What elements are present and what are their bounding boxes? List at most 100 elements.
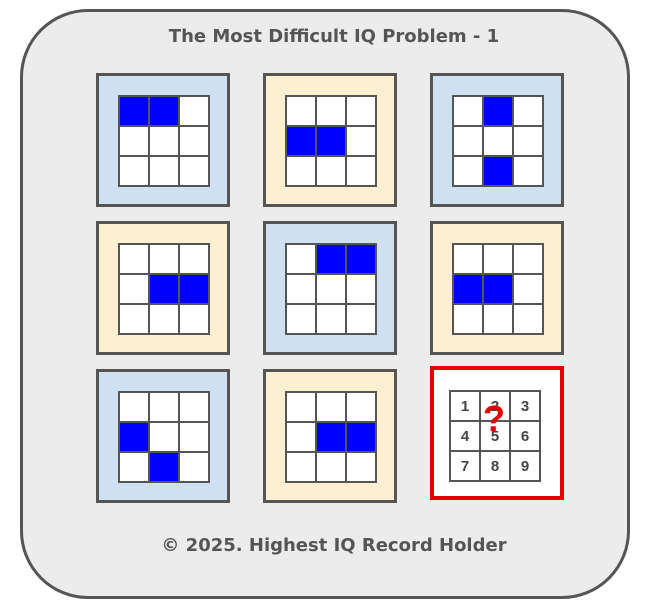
- answer-cell-4[interactable]: 4: [450, 421, 480, 451]
- grid-cell: [286, 452, 316, 482]
- grid-cell: [316, 156, 346, 186]
- grid-cell: [346, 392, 376, 422]
- grid-cell: [453, 156, 483, 186]
- grid-cell: [483, 274, 513, 304]
- grid-cell: [286, 422, 316, 452]
- grid-cell: [286, 156, 316, 186]
- puzzle-tile-3: [430, 73, 564, 207]
- grid-cell: [316, 452, 346, 482]
- tile-grid: [452, 243, 544, 335]
- grid-cell: [346, 96, 376, 126]
- grid-cell: [179, 304, 209, 334]
- grid-cell: [483, 96, 513, 126]
- grid-cell: [149, 126, 179, 156]
- grid-cell: [316, 274, 346, 304]
- grid-cell: [149, 422, 179, 452]
- grid-cell: [179, 392, 209, 422]
- tile-grid: [118, 243, 210, 335]
- grid-cell: [346, 304, 376, 334]
- puzzle-tile-2: [263, 73, 397, 207]
- grid-cell: [346, 244, 376, 274]
- puzzle-tile-5: [263, 221, 397, 355]
- grid-cell: [179, 126, 209, 156]
- grid-cell: [483, 156, 513, 186]
- grid-cell: [149, 274, 179, 304]
- grid-cell: [119, 156, 149, 186]
- grid-cell: [179, 96, 209, 126]
- grid-cell: [286, 274, 316, 304]
- grid-cell: [513, 244, 543, 274]
- grid-cell: [483, 304, 513, 334]
- grid-cell: [513, 126, 543, 156]
- puzzle-tile-7: [96, 369, 230, 503]
- answer-cell-2[interactable]: 2: [480, 391, 510, 421]
- answer-cell-5[interactable]: 5: [480, 421, 510, 451]
- grid-cell: [179, 452, 209, 482]
- puzzle-tile-1: [96, 73, 230, 207]
- tile-grid: [118, 391, 210, 483]
- tile-grid: [285, 95, 377, 187]
- answer-cell-7[interactable]: 7: [450, 451, 480, 481]
- grid-cell: [286, 392, 316, 422]
- answer-cell-8[interactable]: 8: [480, 451, 510, 481]
- grid-cell: [453, 244, 483, 274]
- grid-cell: [179, 156, 209, 186]
- grid-cell: [119, 274, 149, 304]
- grid-cell: [513, 156, 543, 186]
- copyright-footer: © 2025. Highest IQ Record Holder: [161, 535, 507, 556]
- answer-cell-9[interactable]: 9: [510, 451, 540, 481]
- tile-grid: [285, 391, 377, 483]
- grid-cell: [316, 96, 346, 126]
- grid-cell: [286, 126, 316, 156]
- grid-cell: [149, 244, 179, 274]
- grid-cell: [149, 96, 179, 126]
- grid-cell: [513, 274, 543, 304]
- answer-grid: 1 2 3 4 5 6 7 8 9: [449, 390, 541, 482]
- grid-cell: [346, 274, 376, 304]
- grid-cell: [316, 126, 346, 156]
- grid-cell: [346, 422, 376, 452]
- grid-cell: [149, 304, 179, 334]
- grid-cell: [119, 422, 149, 452]
- grid-cell: [286, 96, 316, 126]
- grid-cell: [513, 304, 543, 334]
- puzzle-tile-8: [263, 369, 397, 503]
- grid-cell: [483, 126, 513, 156]
- grid-cell: [149, 452, 179, 482]
- grid-cell: [453, 304, 483, 334]
- answer-tile[interactable]: 1 2 3 4 5 6 7 8 9 ?: [430, 366, 564, 500]
- grid-cell: [286, 244, 316, 274]
- grid-cell: [316, 304, 346, 334]
- grid-cell: [119, 452, 149, 482]
- grid-cell: [316, 244, 346, 274]
- grid-cell: [483, 244, 513, 274]
- question-mark: ?: [483, 398, 505, 439]
- grid-cell: [179, 274, 209, 304]
- grid-cell: [179, 422, 209, 452]
- grid-cell: [149, 392, 179, 422]
- grid-cell: [346, 126, 376, 156]
- tile-grid: [452, 95, 544, 187]
- grid-cell: [119, 96, 149, 126]
- puzzle-tile-4: [96, 221, 230, 355]
- grid-cell: [453, 126, 483, 156]
- puzzle-title: The Most Difficult IQ Problem - 1: [168, 26, 500, 47]
- grid-cell: [453, 274, 483, 304]
- tile-grid: [118, 95, 210, 187]
- grid-cell: [119, 304, 149, 334]
- grid-cell: [513, 96, 543, 126]
- grid-cell: [316, 392, 346, 422]
- grid-cell: [286, 304, 316, 334]
- grid-cell: [346, 156, 376, 186]
- grid-cell: [179, 244, 209, 274]
- grid-cell: [119, 244, 149, 274]
- grid-cell: [149, 156, 179, 186]
- grid-cell: [119, 392, 149, 422]
- answer-cell-6[interactable]: 6: [510, 421, 540, 451]
- grid-cell: [346, 452, 376, 482]
- grid-cell: [119, 126, 149, 156]
- answer-cell-3[interactable]: 3: [510, 391, 540, 421]
- grid-cell: [316, 422, 346, 452]
- tile-grid: [285, 243, 377, 335]
- answer-cell-1[interactable]: 1: [450, 391, 480, 421]
